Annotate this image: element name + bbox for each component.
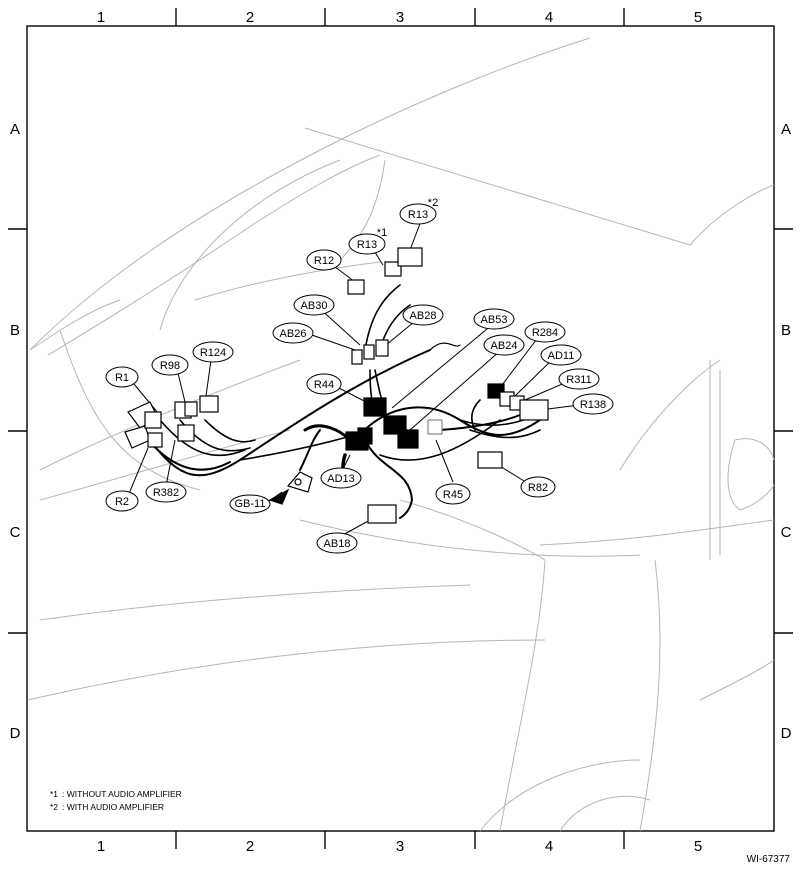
figure-id: WI-67377 bbox=[747, 854, 791, 865]
note-mark-2: *2 bbox=[50, 802, 58, 812]
label-ab53-text: AB53 bbox=[481, 314, 508, 326]
label-r12-text: R12 bbox=[314, 255, 334, 267]
leader-lines bbox=[127, 220, 588, 538]
col-label-top: 4 bbox=[545, 9, 553, 26]
connector-shapes bbox=[124, 247, 549, 524]
mark-1: *1 bbox=[377, 227, 387, 239]
label-r284[interactable]: R284 bbox=[524, 321, 566, 343]
col-label-top: 5 bbox=[694, 9, 702, 26]
label-gb11[interactable]: GB-11 bbox=[229, 494, 271, 514]
col-label-bottom: 1 bbox=[97, 838, 105, 855]
grid-ticks bbox=[8, 8, 793, 849]
row-label-left: B bbox=[10, 322, 20, 339]
label-ab28[interactable]: AB28 bbox=[402, 304, 444, 326]
label-r311[interactable]: R311 bbox=[558, 368, 600, 390]
label-ab30-text: AB30 bbox=[301, 300, 328, 312]
label-r98-text: R98 bbox=[160, 360, 180, 372]
label-r82[interactable]: R82 bbox=[520, 476, 556, 498]
footnotes: *1 : WITHOUT AUDIO AMPLIFIER *2 : WITH A… bbox=[50, 789, 182, 812]
label-r382[interactable]: R382 bbox=[145, 481, 187, 503]
label-ab26-text: AB26 bbox=[280, 328, 307, 340]
col-label-top: 3 bbox=[396, 9, 404, 26]
note-text-2: : WITH AUDIO AMPLIFIER bbox=[62, 802, 164, 812]
col-label-top: 1 bbox=[97, 9, 105, 26]
row-label-left: C bbox=[10, 524, 21, 541]
label-r82-text: R82 bbox=[528, 482, 548, 494]
row-label-right: D bbox=[781, 725, 792, 742]
label-r45-text: R45 bbox=[443, 489, 463, 501]
label-r138-text: R138 bbox=[580, 399, 606, 411]
label-r1[interactable]: R1 bbox=[105, 366, 139, 388]
label-r44-text: R44 bbox=[314, 379, 334, 391]
label-r311-text: R311 bbox=[566, 374, 591, 386]
label-r12[interactable]: R12 bbox=[306, 249, 342, 271]
label-ab28-text: AB28 bbox=[410, 310, 437, 322]
label-r124-text: R124 bbox=[200, 347, 226, 359]
label-ab24[interactable]: AB24 bbox=[483, 334, 525, 356]
note-text-1: : WITHOUT AUDIO AMPLIFIER bbox=[62, 789, 182, 799]
label-r124[interactable]: R124 bbox=[192, 341, 234, 363]
col-label-bottom: 4 bbox=[545, 838, 553, 855]
row-label-right: A bbox=[781, 121, 791, 138]
label-gb11-text: GB-11 bbox=[235, 498, 266, 510]
label-ab18-text: AB18 bbox=[324, 538, 351, 550]
col-label-bottom: 5 bbox=[694, 838, 702, 855]
connector-labels: R13 *1 R13 *2 R12 AB30 AB28 AB26 AB53 bbox=[105, 197, 614, 554]
vehicle-outline bbox=[27, 37, 775, 832]
label-ad13-text: AD13 bbox=[327, 473, 355, 485]
label-r1-text: R1 bbox=[115, 372, 129, 384]
label-ab26[interactable]: AB26 bbox=[272, 322, 314, 344]
label-r98[interactable]: R98 bbox=[151, 354, 189, 376]
label-ab53[interactable]: AB53 bbox=[473, 308, 515, 330]
label-r13-1-text: R13 bbox=[357, 239, 377, 251]
label-ab24-text: AB24 bbox=[491, 340, 518, 352]
label-r13-1[interactable]: R13 *1 bbox=[348, 227, 387, 255]
label-r284-text: R284 bbox=[532, 327, 558, 339]
label-ad11-text: AD11 bbox=[548, 350, 575, 362]
col-label-bottom: 3 bbox=[396, 838, 404, 855]
label-r13-2[interactable]: R13 *2 bbox=[399, 197, 438, 225]
row-label-right: C bbox=[781, 524, 792, 541]
label-ad11[interactable]: AD11 bbox=[540, 344, 582, 366]
label-r2[interactable]: R2 bbox=[105, 490, 139, 512]
row-label-left: D bbox=[10, 725, 21, 742]
label-r2-text: R2 bbox=[115, 496, 129, 508]
label-r44[interactable]: R44 bbox=[306, 373, 342, 395]
col-label-top: 2 bbox=[246, 9, 254, 26]
label-r382-text: R382 bbox=[153, 487, 179, 499]
row-label-right: B bbox=[781, 322, 791, 339]
label-ab30[interactable]: AB30 bbox=[293, 294, 335, 316]
note-mark-1: *1 bbox=[50, 789, 58, 799]
label-r138[interactable]: R138 bbox=[572, 393, 614, 415]
row-label-left: A bbox=[10, 121, 20, 138]
col-label-bottom: 2 bbox=[246, 838, 254, 855]
grid-labels: 1 2 3 4 5 1 2 3 4 5 A B C D A B C D bbox=[10, 9, 792, 855]
label-ab18[interactable]: AB18 bbox=[316, 532, 358, 554]
mark-2: *2 bbox=[428, 197, 438, 209]
label-r45[interactable]: R45 bbox=[435, 483, 471, 505]
label-r13-2-text: R13 bbox=[408, 209, 428, 221]
diagram-frame bbox=[26, 25, 775, 832]
label-ad13[interactable]: AD13 bbox=[320, 467, 362, 489]
